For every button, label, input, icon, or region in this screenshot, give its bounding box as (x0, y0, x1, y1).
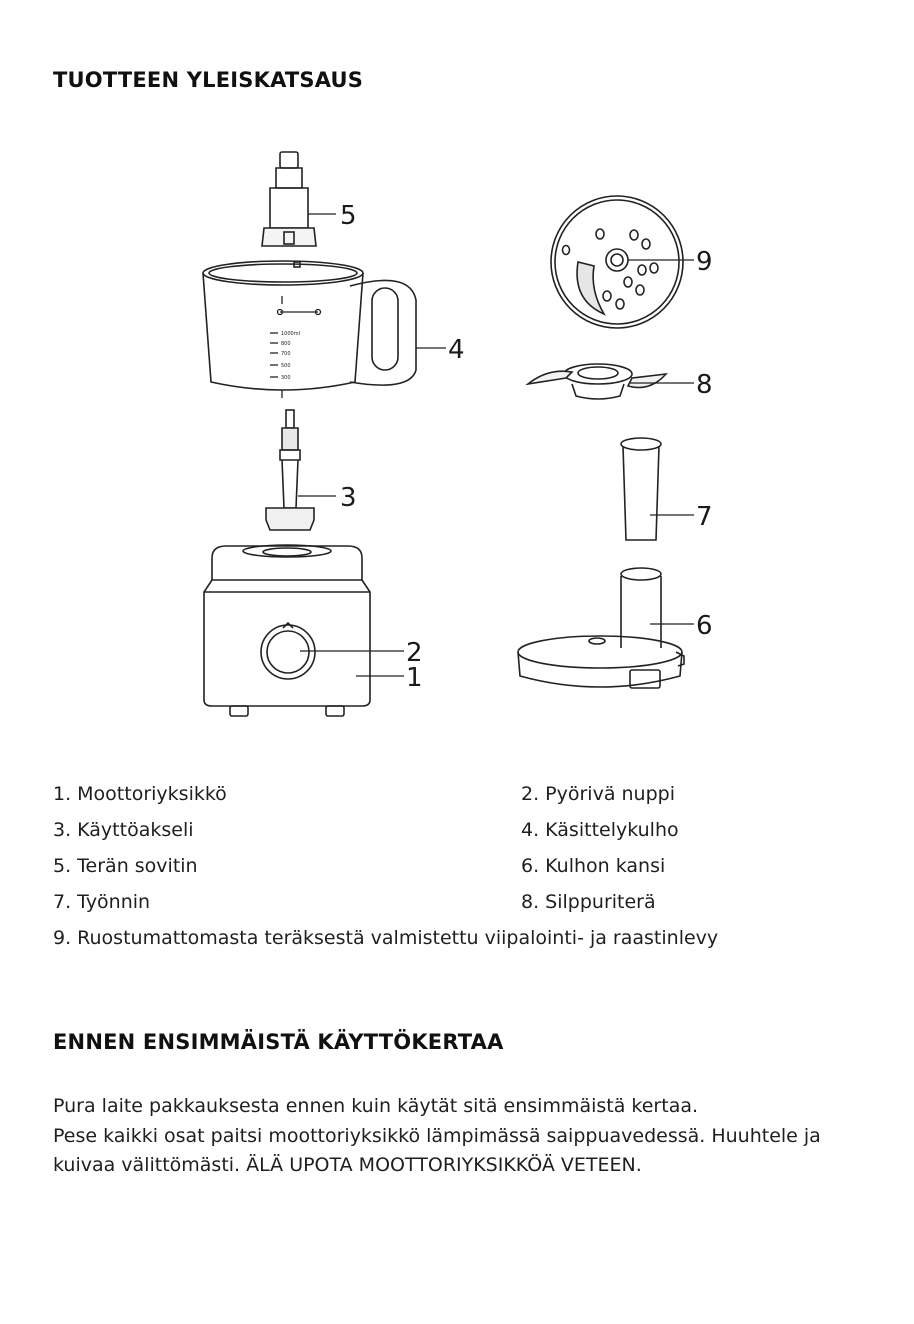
instruction-line: kuivaa välittömästi. ÄLÄ UPOTA MOOTTORIY… (53, 1154, 642, 1176)
parts-row: 9. Ruostumattomasta teräksestä valmistet… (53, 920, 873, 956)
bowl-marking: 500 (281, 363, 291, 369)
callout-2: 2 (406, 638, 423, 668)
section-title-before-first-use: ENNEN ENSIMMÄISTÄ KÄYTTÖKERTAA (53, 1030, 504, 1054)
instruction-line: Pese kaikki osat paitsi moottoriyksikkö … (53, 1124, 821, 1147)
parts-row: 1. Moottoriyksikkö 2. Pyörivä nuppi (53, 776, 873, 812)
callout-1: 1 (406, 663, 423, 693)
part-item: 3. Käyttöakseli (53, 819, 194, 841)
motor-unit-illustration (203, 544, 371, 717)
part-item: 9. Ruostumattomasta teräksestä valmistet… (53, 927, 719, 949)
blade-adapter-illustration (261, 151, 317, 247)
parts-row: 7. Työnnin 8. Silppuriterä (53, 884, 873, 920)
callout-5: 5 (340, 201, 357, 231)
part-item: 1. Moottoriyksikkö (53, 783, 227, 805)
bowl-marking: 800 (281, 341, 291, 347)
part-item: 7. Työnnin (53, 891, 151, 913)
callout-7: 7 (696, 502, 713, 532)
part-item: 4. Käsittelykulho (521, 819, 679, 841)
slicing-disc-illustration (550, 195, 684, 329)
bowl-cover-illustration (517, 567, 685, 689)
drive-shaft-illustration (265, 409, 315, 531)
processing-bowl-illustration: 1000ml 800 700 500 300 (202, 260, 417, 398)
part-item: 5. Terän sovitin (53, 855, 198, 877)
part-item: 8. Silppuriterä (521, 891, 656, 913)
pusher-illustration (620, 437, 662, 541)
parts-row: 3. Käyttöakseli 4. Käsittelykulho (53, 812, 873, 848)
instructions-paragraph: Pura laite pakkauksesta ennen kuin käytä… (53, 1092, 873, 1181)
callout-9: 9 (696, 247, 713, 277)
product-diagram: 1000ml 800 700 500 300 (202, 151, 713, 717)
bowl-marking: 1000ml (281, 331, 300, 337)
parts-list: 1. Moottoriyksikkö 2. Pyörivä nuppi 3. K… (53, 776, 873, 956)
bowl-marking: 700 (281, 351, 291, 357)
chopping-blade-illustration (525, 363, 668, 400)
part-item: 2. Pyörivä nuppi (521, 783, 675, 805)
parts-row: 5. Terän sovitin 6. Kulhon kansi (53, 848, 873, 884)
callout-leaders (298, 213, 694, 677)
instruction-line: Pura laite pakkauksesta ennen kuin käytä… (53, 1095, 699, 1117)
section-title-overview: TUOTTEEN YLEISKATSAUS (53, 68, 364, 92)
callout-8: 8 (696, 370, 713, 400)
part-item: 6. Kulhon kansi (521, 855, 666, 877)
callout-4: 4 (448, 335, 465, 365)
bowl-marking: 300 (281, 375, 291, 381)
callout-3: 3 (340, 483, 357, 513)
callout-6: 6 (696, 611, 713, 641)
